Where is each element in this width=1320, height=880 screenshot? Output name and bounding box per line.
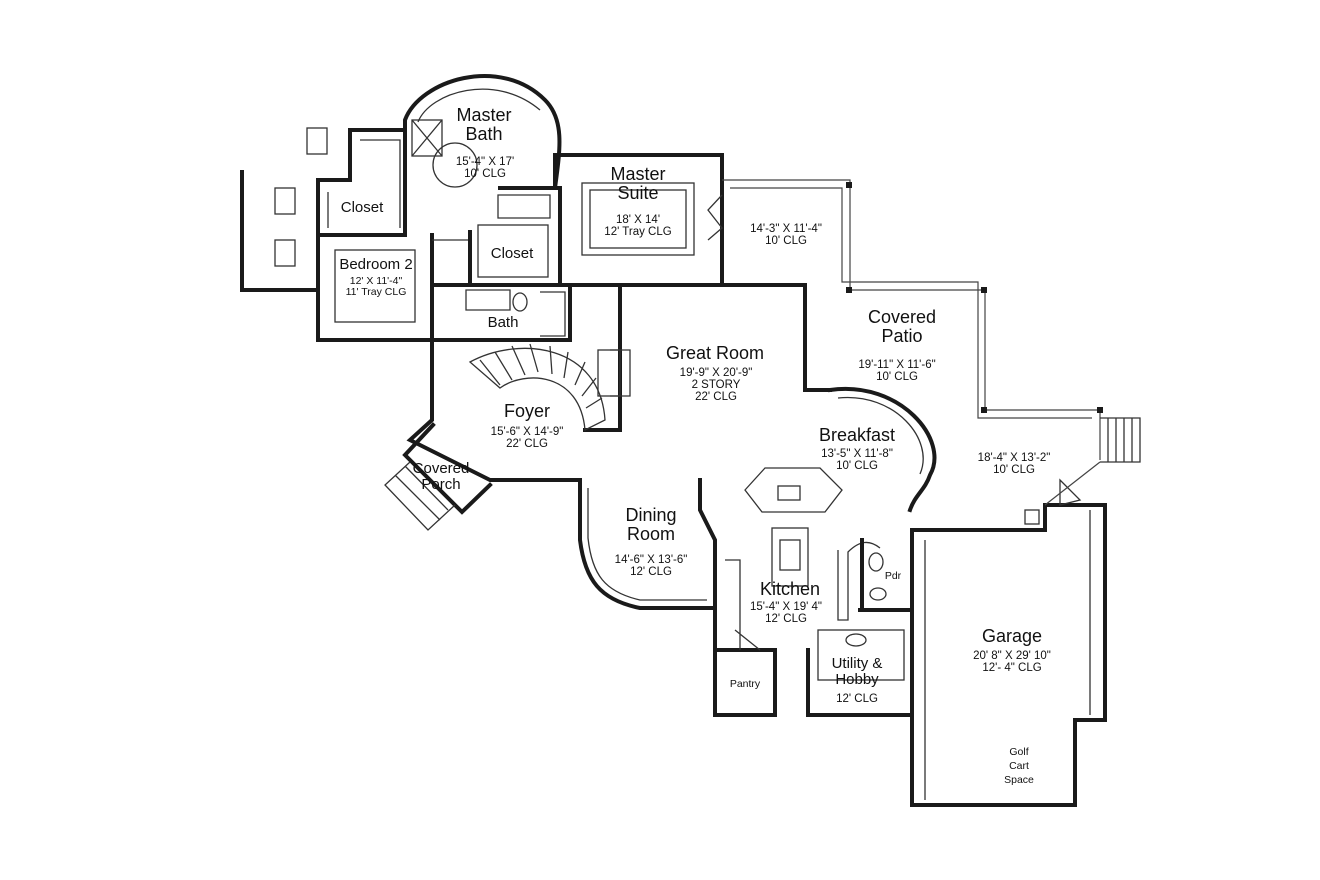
utility-hobby-label: Utility & Hobby [831, 655, 883, 688]
bath-tub [432, 142, 478, 188]
dining-room-label: Dining Room [625, 505, 677, 544]
breakfast-dims: 13'-5" X 11'-8" 10' CLG [821, 448, 893, 473]
garage-walls [910, 503, 1107, 807]
upper-porch-dims: 14'-3" X 11'-4" 10' CLG [750, 223, 822, 248]
closet-left-label: Closet [340, 199, 384, 216]
pantry-label: Pantry [729, 678, 761, 690]
covered-patio-dims: 19'-11" X 11'-6" 10' CLG [858, 359, 936, 384]
closet-center-inner [477, 224, 549, 278]
golf-cart-label: Golf Cart Space [1004, 746, 1034, 787]
dining-room-dims: 14'-6" X 13'-6" 12' CLG [614, 554, 688, 579]
curved-stair [468, 347, 606, 432]
powder-label: Pdr [884, 570, 902, 582]
great-room-label: Great Room [665, 343, 765, 363]
covered-patio-label: Covered Patio [867, 307, 937, 346]
shower [411, 119, 443, 157]
foyer-label: Foyer [503, 401, 551, 421]
garage-label: Garage [981, 626, 1043, 646]
kitchen-dims: 15'-4" X 19' 4" 12' CLG [749, 601, 823, 626]
bedroom-2-tray [334, 249, 416, 323]
closet-center-walls [468, 186, 562, 287]
bedroom-2-label: Bedroom 2 [339, 256, 413, 273]
foyer-dims: 15'-6" X 14'-9" 22' CLG [490, 426, 564, 451]
master-suite-tray [581, 182, 695, 256]
kitchen-walls [713, 606, 777, 717]
great-room-walls [618, 283, 832, 392]
bedroom-2-walls [316, 233, 434, 342]
terrace-planter [306, 127, 328, 155]
bedroom-2-dims: 12' X 11'-4" 11' Tray CLG [345, 275, 407, 299]
kitchen-cooktop-island [771, 527, 809, 587]
right-patio-stair [1100, 417, 1141, 463]
utility-hobby-ceiling: 12' CLG [836, 693, 878, 705]
kitchen-island [744, 467, 843, 513]
dining-room-walls [578, 478, 717, 610]
covered-porch-walls [402, 422, 493, 515]
master-suite-dims: 18' X 14' 12' Tray CLG [604, 214, 672, 239]
closet-center-label: Closet [490, 245, 534, 262]
closet-left-walls [316, 128, 407, 237]
great-room-dims: 19'-9" X 20'-9" 2 STORY 22' CLG [679, 367, 753, 404]
breakfast-bay [827, 386, 937, 513]
master-suite-label: Master Suite [610, 164, 666, 203]
terrace-planter [274, 239, 296, 267]
terrace-planter [274, 187, 296, 215]
foyer-walls [406, 338, 582, 482]
covered-porch-label: Covered Porch [412, 460, 470, 493]
bath-label: Bath [487, 314, 519, 331]
master-bath-inner-curve [417, 88, 541, 123]
master-bath-label: Master Bath [456, 105, 512, 144]
garage-dims: 20' 8" X 29' 10" 12'- 4" CLG [973, 650, 1051, 675]
right-porch-dims: 18'-4" X 13'-2" 10' CLG [977, 452, 1051, 477]
breakfast-label: Breakfast [818, 425, 896, 445]
bath-walls [430, 283, 572, 342]
left-terrace-wall [240, 170, 320, 292]
kitchen-label: Kitchen [759, 579, 821, 599]
fireplace [597, 349, 621, 397]
utility-counter [817, 629, 905, 681]
master-bath-dims: 15'-4" X 17' 10' CLG [455, 156, 515, 181]
